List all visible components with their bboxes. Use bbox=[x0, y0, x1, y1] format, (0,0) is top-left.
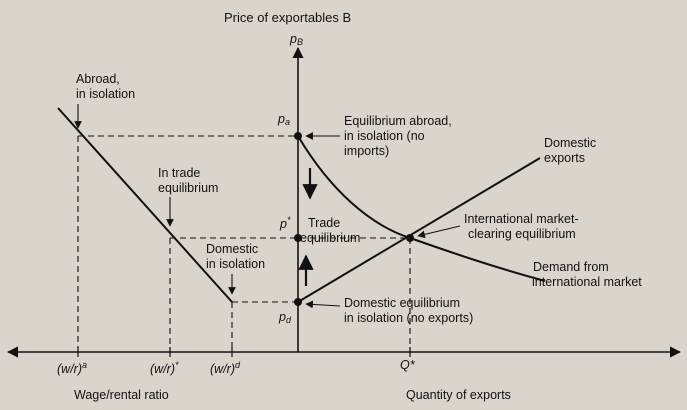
tick-label-wr-d: (w/r)d bbox=[210, 360, 241, 376]
point-intersection bbox=[406, 234, 414, 242]
y-axis-symbol: pB bbox=[290, 32, 303, 47]
price-label-pd: pd bbox=[279, 310, 291, 325]
price-label-pstar: p* bbox=[280, 215, 291, 231]
diagram-title: Price of exportables B bbox=[224, 10, 352, 25]
annotation-demand-from: Demand from international market bbox=[532, 260, 642, 289]
price-label-pa: pa bbox=[278, 112, 290, 127]
pointer-domestic-eq bbox=[305, 300, 341, 309]
tick-label-wr-star: (w/r)* bbox=[150, 360, 179, 376]
annotation-domestic-equilibrium: Domestic equilibrium in isolation (no ex… bbox=[344, 296, 474, 325]
annotation-international-market: International market- clearing equilibri… bbox=[464, 212, 579, 241]
wage-rental-curve bbox=[57, 107, 233, 303]
annotation-domestic-isolation: Domestic in isolation bbox=[206, 242, 266, 271]
domestic-exports-curve bbox=[297, 157, 541, 303]
point-pa bbox=[294, 132, 302, 140]
annotation-domestic-exports: Domestic exports bbox=[544, 136, 597, 165]
annotation-trade-equilibrium: Trade equilibrium bbox=[300, 216, 361, 245]
tick-label-q-star: Q* bbox=[400, 358, 415, 372]
axis-title-right: Quantity of exports bbox=[406, 388, 511, 402]
annotation-abroad-isolation: Abroad, in isolation bbox=[76, 72, 136, 101]
point-pstar bbox=[294, 234, 302, 242]
annotation-equilibrium-abroad: Equilibrium abroad, in isolation (no imp… bbox=[344, 114, 452, 158]
tick-label-wr-a: (w/r)a bbox=[57, 360, 88, 376]
axis-title-left: Wage/rental ratio bbox=[74, 388, 169, 402]
pointer-international bbox=[417, 225, 461, 239]
point-pd bbox=[294, 298, 302, 306]
annotation-in-trade-equilibrium: In trade equilibrium bbox=[158, 166, 219, 195]
